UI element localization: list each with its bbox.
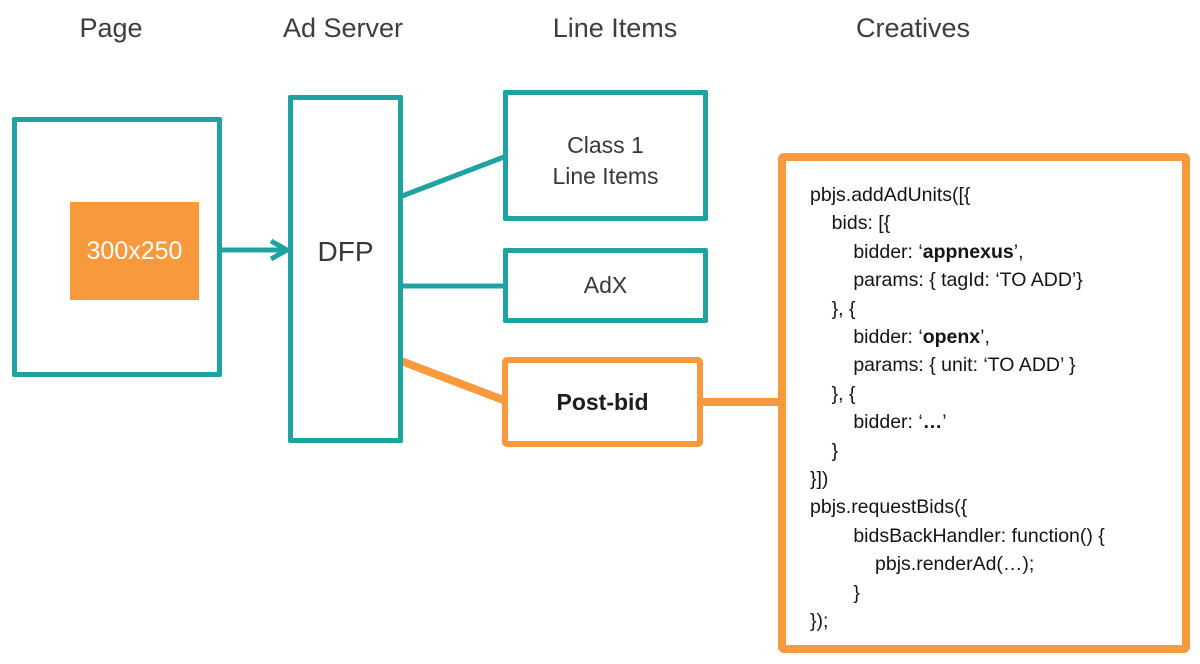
column-header-ad-server: Ad Server bbox=[282, 13, 404, 43]
postbid-label: Post-bid bbox=[556, 388, 649, 415]
creatives-code-box: pbjs.addAdUnits([{ bids: [{ bidder: ‘app… bbox=[778, 153, 1190, 653]
postbid-box: Post-bid bbox=[502, 357, 703, 447]
ad-slot-300x250: 300x250 bbox=[70, 202, 199, 300]
ad-slot-label: 300x250 bbox=[86, 236, 183, 265]
adx-label: AdX bbox=[583, 272, 628, 298]
class1-label-line2: Line Items bbox=[552, 162, 659, 189]
class1-line-items-box: Class 1 Line Items bbox=[503, 90, 708, 221]
adx-box: AdX bbox=[503, 248, 708, 323]
connector-dfp-to-postbid bbox=[399, 357, 508, 405]
postbid-code: pbjs.addAdUnits([{ bids: [{ bidder: ‘app… bbox=[810, 184, 1105, 633]
connector-dfp-to-class1 bbox=[401, 154, 505, 199]
page-box: 300x250 bbox=[12, 117, 222, 377]
arrowhead-icon bbox=[269, 238, 293, 262]
dfp-box: DFP bbox=[288, 95, 403, 443]
dfp-label: DFP bbox=[317, 236, 374, 267]
column-header-line-items: Line Items bbox=[552, 13, 678, 43]
column-header-creatives: Creatives bbox=[855, 13, 971, 43]
class1-label-line1: Class 1 bbox=[567, 131, 644, 158]
column-header-page: Page bbox=[79, 13, 143, 43]
